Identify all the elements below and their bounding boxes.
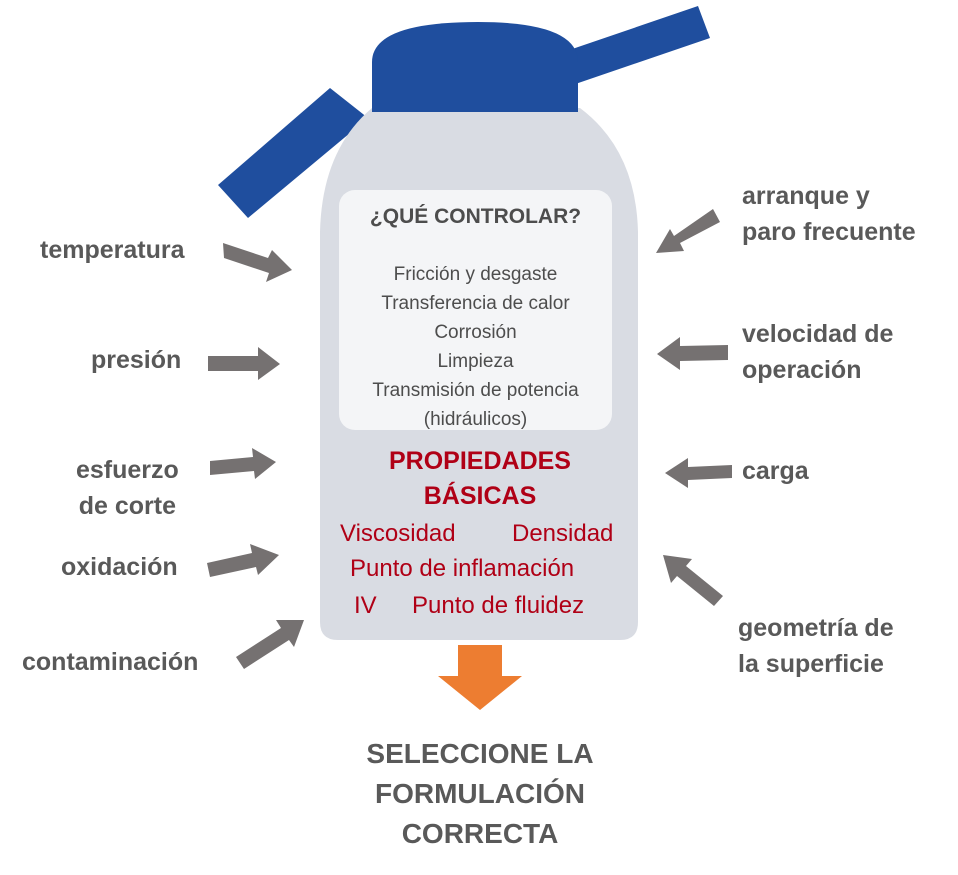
property-flash-point: Punto de inflamación [350,555,575,582]
control-item-corrosion: Corrosión [434,322,517,343]
bottle-handle [540,6,710,92]
property-vi: IV [354,592,377,619]
factor-speed-line1: velocidad de [742,320,894,348]
arrow-contamination [236,620,304,669]
factor-speed-line2: operación [742,356,862,384]
factor-startstop-line1: arranque y [742,182,870,210]
control-item-friction: Fricción y desgaste [393,264,558,285]
property-density: Densidad [512,520,614,547]
bottle-cap [372,22,578,112]
property-pour-point: Punto de fluidez [412,592,585,619]
control-item-power-transmission: Transmisión de potencia [372,380,579,401]
control-item-heat-transfer: Transferencia de calor [381,293,570,314]
factor-speed: velocidad de operación [742,316,893,388]
conclusion-line3: CORRECTA [401,818,559,849]
properties-title-line1: PROPIEDADES [389,447,571,475]
arrow-shear [210,448,276,479]
control-panel [339,190,612,430]
control-item-hydraulics: (hidráulicos) [423,409,528,430]
arrow-speed [657,337,728,370]
control-panel-title: ¿QUÉ CONTROLAR? [369,205,582,228]
property-viscosity: Viscosidad [340,520,456,547]
properties-title-line2: BÁSICAS [423,482,537,510]
factor-shear: esfuerzo de corte [76,452,179,524]
arrow-startstop [656,209,720,253]
arrow-load [665,458,732,488]
factor-contamination: contaminación [22,648,199,676]
conclusion-line2: FORMULACIÓN [375,778,585,809]
factor-shear-line1: esfuerzo [76,456,179,484]
arrow-geometry [663,555,723,606]
factor-temperature: temperatura [40,236,185,264]
properties-title: PROPIEDADES BÁSICAS [320,444,640,514]
factor-geometry-line1: geometría de [738,614,894,642]
control-list: Fricción y desgaste Transferencia de cal… [339,260,612,434]
arrow-oxidation [207,544,279,577]
arrow-result [438,645,522,710]
factor-shear-line2: de corte [78,492,177,520]
conclusion: SELECCIONE LA FORMULACIÓN CORRECTA [300,734,660,854]
factor-pressure: presión [91,346,182,374]
factor-geometry-line2: la superficie [738,650,884,678]
arrow-temperature [223,243,292,282]
factor-load: carga [742,457,809,485]
bottle-spout [218,88,368,218]
arrow-pressure [208,347,280,380]
factor-oxidation: oxidación [61,553,178,581]
factor-geometry: geometría de la superficie [738,610,894,682]
control-item-cleaning: Limpieza [437,351,514,372]
factor-startstop: arranque y paro frecuente [742,178,916,250]
conclusion-line1: SELECCIONE LA [366,738,594,769]
factor-startstop-line2: paro frecuente [742,218,916,246]
